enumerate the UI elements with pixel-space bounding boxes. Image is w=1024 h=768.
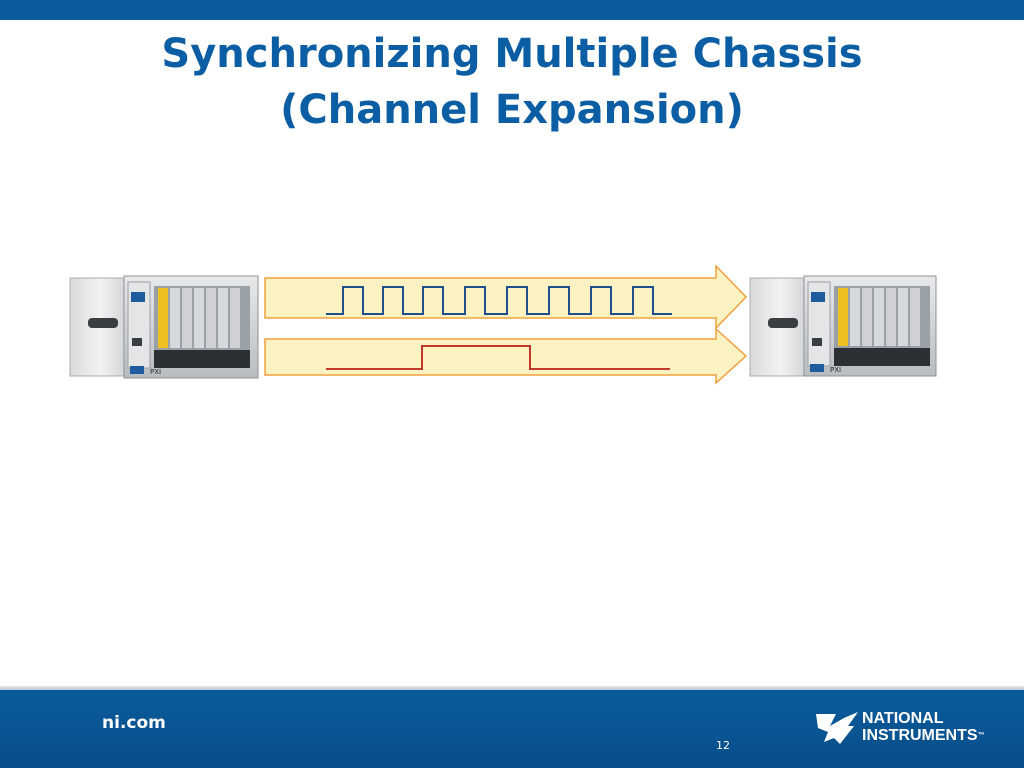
title-line-1: Synchronizing Multiple Chassis [161,31,863,77]
ni-eagle-icon [816,712,858,744]
trademark: ™ [977,732,985,739]
ni-logo-text: NATIONAL INSTRUMENTS™ [862,710,985,744]
page-number: 12 [716,739,730,752]
footer-divider [0,686,1024,690]
clock-waveform [326,286,672,315]
logo-line-2: INSTRUMENTS [862,727,978,744]
svg-text:PXI: PXI [150,368,161,376]
sync-diagram: PXI PXI [69,264,937,385]
top-bar [0,0,1024,20]
clock-arrow [264,264,748,330]
logo-line-1: NATIONAL [862,710,944,727]
trigger-arrow [264,327,748,385]
title-line-2: (Channel Expansion) [280,87,744,133]
ni-logo: NATIONAL INSTRUMENTS™ [814,704,1004,754]
site-link[interactable]: ni.com [102,713,166,733]
footer-bar: ni.com 12 NATIONAL INSTRUMENTS™ [0,690,1024,768]
slide-title: Synchronizing Multiple Chassis (Channel … [0,26,1024,138]
svg-text:PXI: PXI [830,366,841,374]
left-chassis-image: PXI [69,275,259,379]
right-chassis-image: PXI [749,275,937,377]
trigger-waveform [326,345,670,370]
